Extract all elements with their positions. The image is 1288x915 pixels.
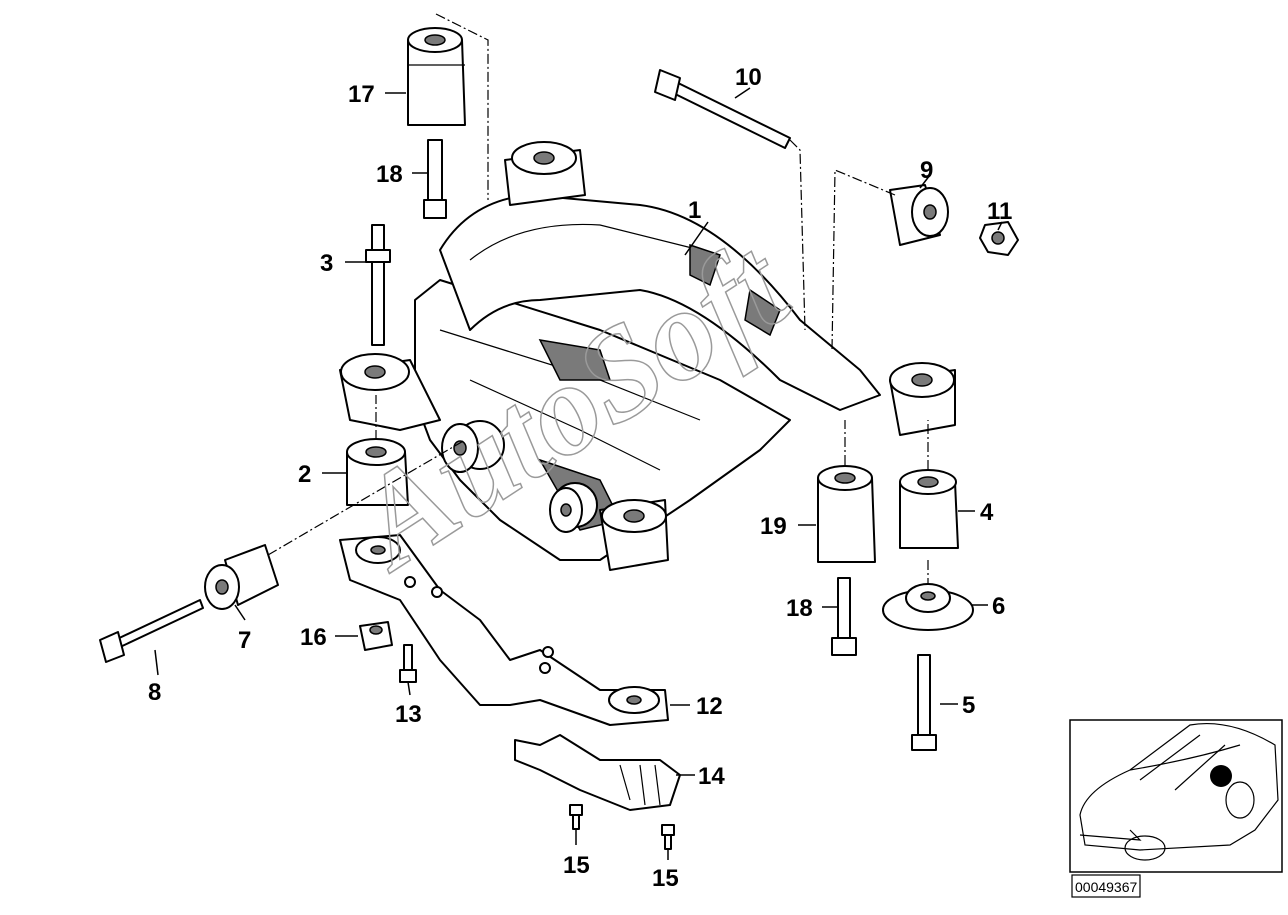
assembly-lines: [267, 13, 929, 585]
callout-4: 4: [980, 499, 994, 526]
bolt-8: [99, 599, 204, 663]
bushing-19: [817, 465, 876, 563]
leader-lines: [154, 87, 1003, 860]
callout-14: 14: [698, 763, 725, 790]
bushing-17: [407, 27, 466, 126]
bushing-9: [889, 184, 949, 246]
bracket-12: [339, 534, 669, 726]
bolt-18-upper: [423, 139, 447, 219]
callout-15-right: 15: [652, 865, 679, 892]
callout-18-lower: 18: [786, 595, 813, 622]
bolt-3: [365, 224, 391, 346]
callout-6: 6: [992, 593, 1005, 620]
callout-12: 12: [696, 693, 723, 720]
diagram-number-box: [1071, 874, 1141, 898]
nut-16: [359, 621, 393, 651]
bushing-7: [204, 544, 279, 610]
callout-labels: 1 2 3 4 5 6 7 8 9 10 11 12 13 14 15 15 1…: [148, 64, 1012, 892]
screw-13: [399, 644, 417, 683]
bushing-4: [899, 469, 959, 549]
screw-15-left: [569, 804, 583, 830]
callout-11: 11: [987, 198, 1012, 225]
bolt-10: [654, 69, 791, 149]
callout-19: 19: [760, 513, 787, 540]
callout-3: 3: [320, 250, 333, 277]
callout-5: 5: [962, 692, 975, 719]
callout-2: 2: [298, 461, 311, 488]
callout-17: 17: [348, 81, 375, 108]
callout-18-upper: 18: [376, 161, 403, 188]
screw-15-right: [661, 824, 675, 850]
cover-14: [514, 734, 681, 811]
washer-6: [882, 583, 974, 631]
callout-15-left: 15: [563, 852, 590, 879]
callout-8: 8: [148, 679, 161, 706]
callout-13: 13: [395, 701, 422, 728]
callout-16: 16: [300, 624, 327, 651]
callout-10: 10: [735, 64, 762, 91]
callout-1: 1: [688, 197, 701, 224]
bushing-2: [346, 438, 409, 506]
diagram-number: 00049367: [1075, 879, 1138, 895]
callout-7: 7: [238, 627, 251, 654]
bolt-5: [911, 654, 937, 751]
callout-9: 9: [920, 157, 933, 184]
car-locator-inset: [1069, 719, 1283, 873]
bolt-18-lower: [831, 577, 857, 656]
nut-11: [979, 221, 1019, 256]
rear-axle-subframe: [339, 141, 956, 571]
